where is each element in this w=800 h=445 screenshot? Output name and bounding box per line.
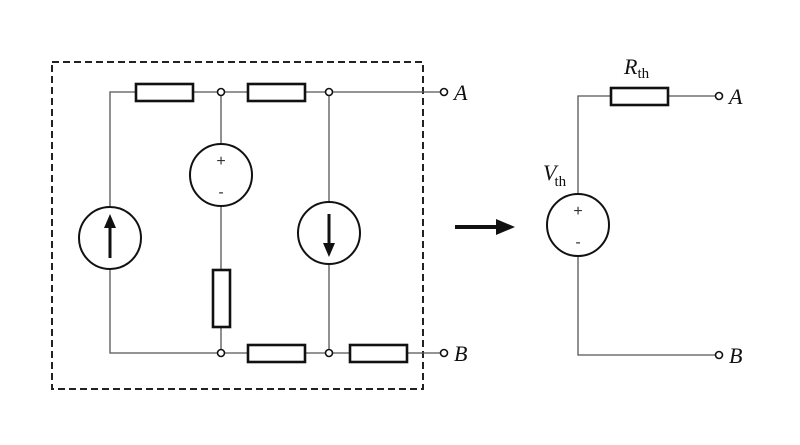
terminal-a-left <box>439 87 449 97</box>
current-source-up <box>78 206 142 270</box>
terminal-b-left <box>439 348 449 358</box>
resistor-bottom-right <box>348 343 409 364</box>
svg-text:-: - <box>218 184 223 201</box>
resistor-top-left <box>134 82 195 103</box>
node <box>216 87 226 97</box>
current-source-down <box>297 201 361 265</box>
terminal-b-label: B <box>729 343 742 368</box>
resistor-bottom-middle <box>246 343 307 364</box>
terminal-b-right <box>714 350 724 360</box>
terminal-b-label: B <box>454 341 467 366</box>
node <box>216 348 226 358</box>
resistor-top-middle <box>246 82 307 103</box>
left-wires <box>109 91 440 354</box>
svg-text:+: + <box>216 153 225 170</box>
terminal-a-label: A <box>727 84 743 109</box>
terminal-a-right <box>714 91 724 101</box>
arrow-down-icon <box>323 243 335 257</box>
svg-text:+: + <box>573 203 582 220</box>
vth-label: Vth <box>543 160 567 190</box>
terminal-a-label: A <box>452 80 468 105</box>
resistor-rth <box>609 86 670 107</box>
svg-text:-: - <box>575 234 580 251</box>
rth-label: Rth <box>623 54 650 82</box>
node <box>324 348 334 358</box>
node <box>324 87 334 97</box>
voltage-source-left: + - <box>189 143 253 207</box>
voltage-source-vth: + - <box>546 193 610 257</box>
resistor-vertical <box>211 268 232 329</box>
transform-arrow-icon <box>455 219 515 235</box>
arrow-up-icon <box>104 214 116 228</box>
right-wires <box>577 95 715 356</box>
network-boundary-box <box>51 61 424 390</box>
